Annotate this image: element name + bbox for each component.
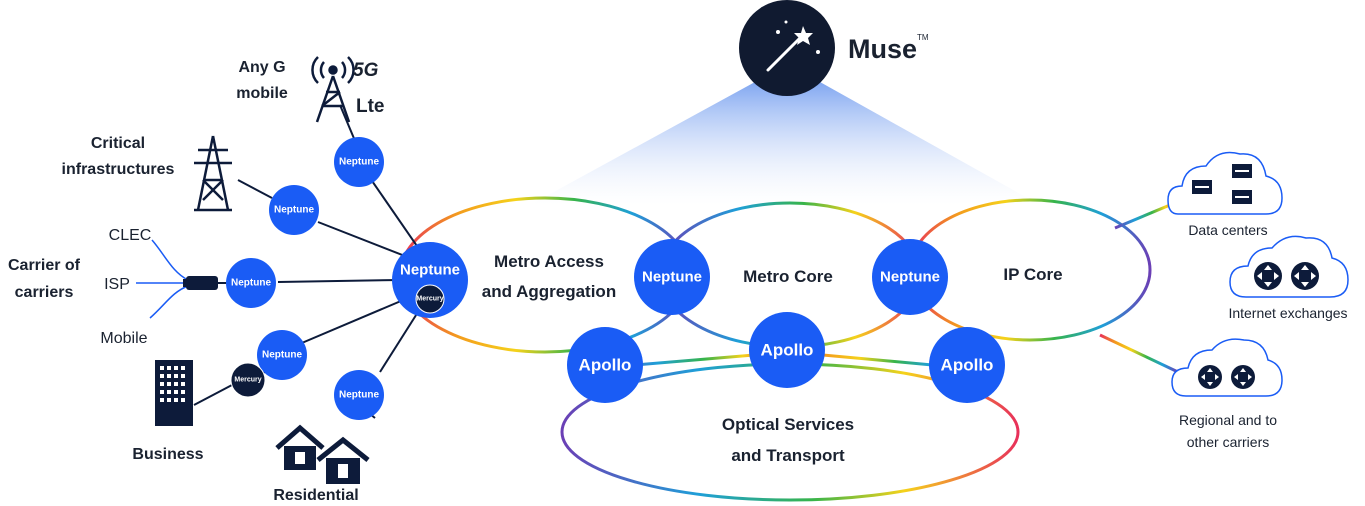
any-g-label-2: mobile — [236, 85, 288, 102]
neptune-node-critical[interactable]: Neptune — [269, 185, 319, 235]
carrier-source-mobile: Mobile — [100, 330, 147, 347]
carrier-source-isp: ISP — [104, 276, 130, 293]
ip-core-label: IP Core — [1003, 265, 1062, 284]
any-g-label-1: Any G — [238, 59, 285, 76]
svg-text:Neptune: Neptune — [880, 269, 940, 286]
metro-access-label-2: and Aggregation — [482, 282, 616, 301]
muse-node[interactable] — [739, 0, 835, 96]
badge-5g: 5G — [353, 60, 379, 81]
internet-exchanges-label: Internet exchanges — [1228, 305, 1347, 321]
business-label: Business — [132, 446, 203, 463]
mercury-node-hub[interactable]: Mercury — [415, 284, 445, 314]
svg-text:Neptune: Neptune — [642, 269, 702, 286]
svg-text:Neptune: Neptune — [400, 262, 460, 279]
carrier-source-lines — [136, 239, 189, 319]
regional-label-1: Regional and to — [1179, 412, 1277, 428]
carrier-label-1: Carrier of — [8, 257, 81, 274]
access-links — [190, 104, 429, 419]
optical-label-1: Optical Services — [722, 415, 854, 434]
router-icon-regional-2 — [1231, 365, 1255, 389]
router-icon-ix-2 — [1291, 262, 1319, 290]
muse-cone — [530, 82, 1040, 205]
apollo-node-2[interactable]: Apollo — [749, 312, 825, 388]
magic-wand-icon — [766, 20, 820, 72]
carrier-source-clec: CLEC — [109, 227, 152, 244]
critical-label-2: infrastructures — [62, 161, 175, 178]
residential-label: Residential — [273, 487, 358, 504]
metro-core-label: Metro Core — [743, 267, 833, 286]
svg-text:Apollo: Apollo — [579, 356, 632, 375]
svg-text:Apollo: Apollo — [761, 341, 814, 360]
svg-text:Neptune: Neptune — [339, 157, 379, 168]
muse-tm: TM — [917, 33, 929, 42]
cloud-icon-internet-exchanges — [1229, 235, 1349, 298]
svg-text:Neptune: Neptune — [339, 390, 379, 401]
house-icon — [275, 424, 370, 484]
badge-lte: Lte — [356, 96, 385, 117]
apollo-node-3[interactable]: Apollo — [929, 327, 1005, 403]
svg-text:Mercury: Mercury — [234, 377, 261, 384]
transmission-tower-icon — [194, 135, 232, 212]
svg-text:Neptune: Neptune — [231, 278, 271, 289]
svg-text:Apollo: Apollo — [941, 356, 994, 375]
router-icon-ix-1 — [1254, 262, 1282, 290]
critical-label-1: Critical — [91, 135, 145, 152]
metro-access-label-1: Metro Access — [494, 252, 604, 271]
svg-text:Neptune: Neptune — [274, 205, 314, 216]
neptune-node-metro-core[interactable]: Neptune — [872, 239, 948, 315]
mercury-node-business[interactable]: Mercury — [230, 362, 266, 398]
neptune-node-business[interactable]: Neptune — [257, 330, 307, 380]
svg-text:Neptune: Neptune — [262, 350, 302, 361]
server-icon — [1192, 164, 1252, 204]
neptune-node-hub[interactable]: Neptune — [392, 242, 468, 318]
optical-label-2: and Transport — [731, 446, 845, 465]
cell-tower-icon — [311, 56, 355, 123]
carrier-label-2: carriers — [15, 284, 74, 301]
data-centers-label: Data centers — [1188, 222, 1267, 238]
cloud-icon-regional — [1171, 338, 1283, 397]
link-regional — [1099, 333, 1179, 374]
neptune-node-residential[interactable]: Neptune — [334, 370, 384, 420]
regional-label-2: other carriers — [1187, 434, 1269, 450]
muse-title: Muse — [848, 34, 917, 64]
neptune-node-carrier[interactable]: Neptune — [226, 258, 276, 308]
svg-text:Mercury: Mercury — [416, 296, 443, 303]
cable-connector-icon — [183, 276, 218, 290]
building-icon — [155, 360, 193, 426]
cloud-icon-data-centers — [1167, 151, 1283, 215]
apollo-node-1[interactable]: Apollo — [567, 327, 643, 403]
neptune-node-metro-access[interactable]: Neptune — [634, 239, 710, 315]
neptune-node-mobile[interactable]: Neptune — [334, 137, 384, 187]
router-icon-regional-1 — [1198, 365, 1222, 389]
